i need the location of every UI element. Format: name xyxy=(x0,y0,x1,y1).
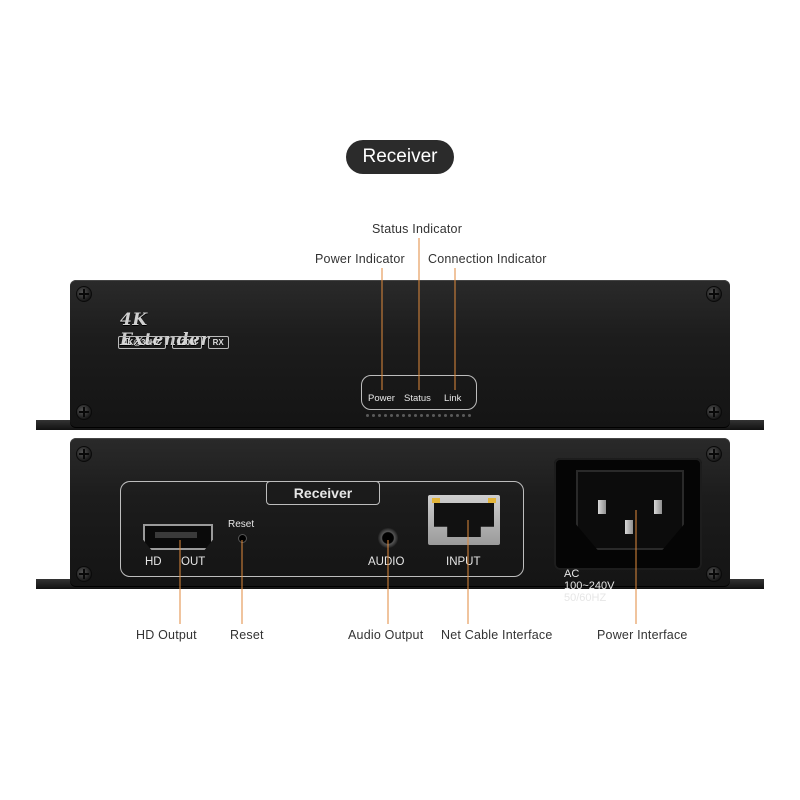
vent-dot xyxy=(450,414,453,417)
reset-label: Reset xyxy=(228,519,255,530)
badge-distance: 120M xyxy=(171,336,202,349)
vent-dot xyxy=(438,414,441,417)
vent-dot xyxy=(384,414,387,417)
title-pill: Receiver xyxy=(346,140,454,174)
audio-jack-icon xyxy=(378,528,398,548)
vent-row xyxy=(366,414,471,417)
front-panel-body xyxy=(70,280,730,428)
screw-icon xyxy=(76,404,92,420)
power-socket-icon xyxy=(554,458,702,570)
screw-icon xyxy=(76,446,92,462)
indicator-label-link: Link xyxy=(444,393,462,404)
rj45-port-icon xyxy=(428,495,500,545)
vent-dot xyxy=(366,414,369,417)
badge-mode: RX xyxy=(207,336,229,349)
power-spec-label: AC 100~240V 50/60HZ xyxy=(564,568,615,604)
screw-icon xyxy=(76,286,92,302)
vent-dot xyxy=(444,414,447,417)
indicator-label-power: Power xyxy=(368,393,395,404)
out-label: OUT xyxy=(181,556,206,568)
vent-dot xyxy=(402,414,405,417)
screw-icon xyxy=(706,286,722,302)
spec-badges: 4K@30HZ 120M RX xyxy=(118,336,229,349)
callout-audio-output: Audio Output xyxy=(348,628,424,642)
vent-dot xyxy=(426,414,429,417)
hd-label: HD xyxy=(145,556,162,568)
indicator-label-status: Status xyxy=(404,393,431,404)
screw-icon xyxy=(706,404,722,420)
callout-status-indicator: Status Indicator xyxy=(372,222,463,236)
callout-reset: Reset xyxy=(230,628,264,642)
callout-power-interface: Power Interface xyxy=(597,628,688,642)
vent-dot xyxy=(378,414,381,417)
vent-dot xyxy=(390,414,393,417)
callout-hd-output: HD Output xyxy=(136,628,197,642)
screw-icon xyxy=(706,446,722,462)
audio-label: AUDIO xyxy=(368,556,405,568)
callout-power-indicator: Power Indicator xyxy=(315,252,405,266)
input-label: INPUT xyxy=(446,556,481,568)
vent-dot xyxy=(408,414,411,417)
vent-dot xyxy=(456,414,459,417)
callout-net-cable-interface: Net Cable Interface xyxy=(441,628,553,642)
screw-icon xyxy=(706,566,722,582)
vent-dot xyxy=(432,414,435,417)
vent-dot xyxy=(468,414,471,417)
frame-title: Receiver xyxy=(266,481,380,505)
vent-dot xyxy=(396,414,399,417)
hdmi-port-icon xyxy=(143,524,213,550)
screw-icon xyxy=(76,566,92,582)
vent-dot xyxy=(414,414,417,417)
vent-dot xyxy=(420,414,423,417)
badge-resolution: 4K@30HZ xyxy=(118,336,166,349)
vent-dot xyxy=(462,414,465,417)
callout-connection-indicator: Connection Indicator xyxy=(428,252,547,266)
vent-dot xyxy=(372,414,375,417)
